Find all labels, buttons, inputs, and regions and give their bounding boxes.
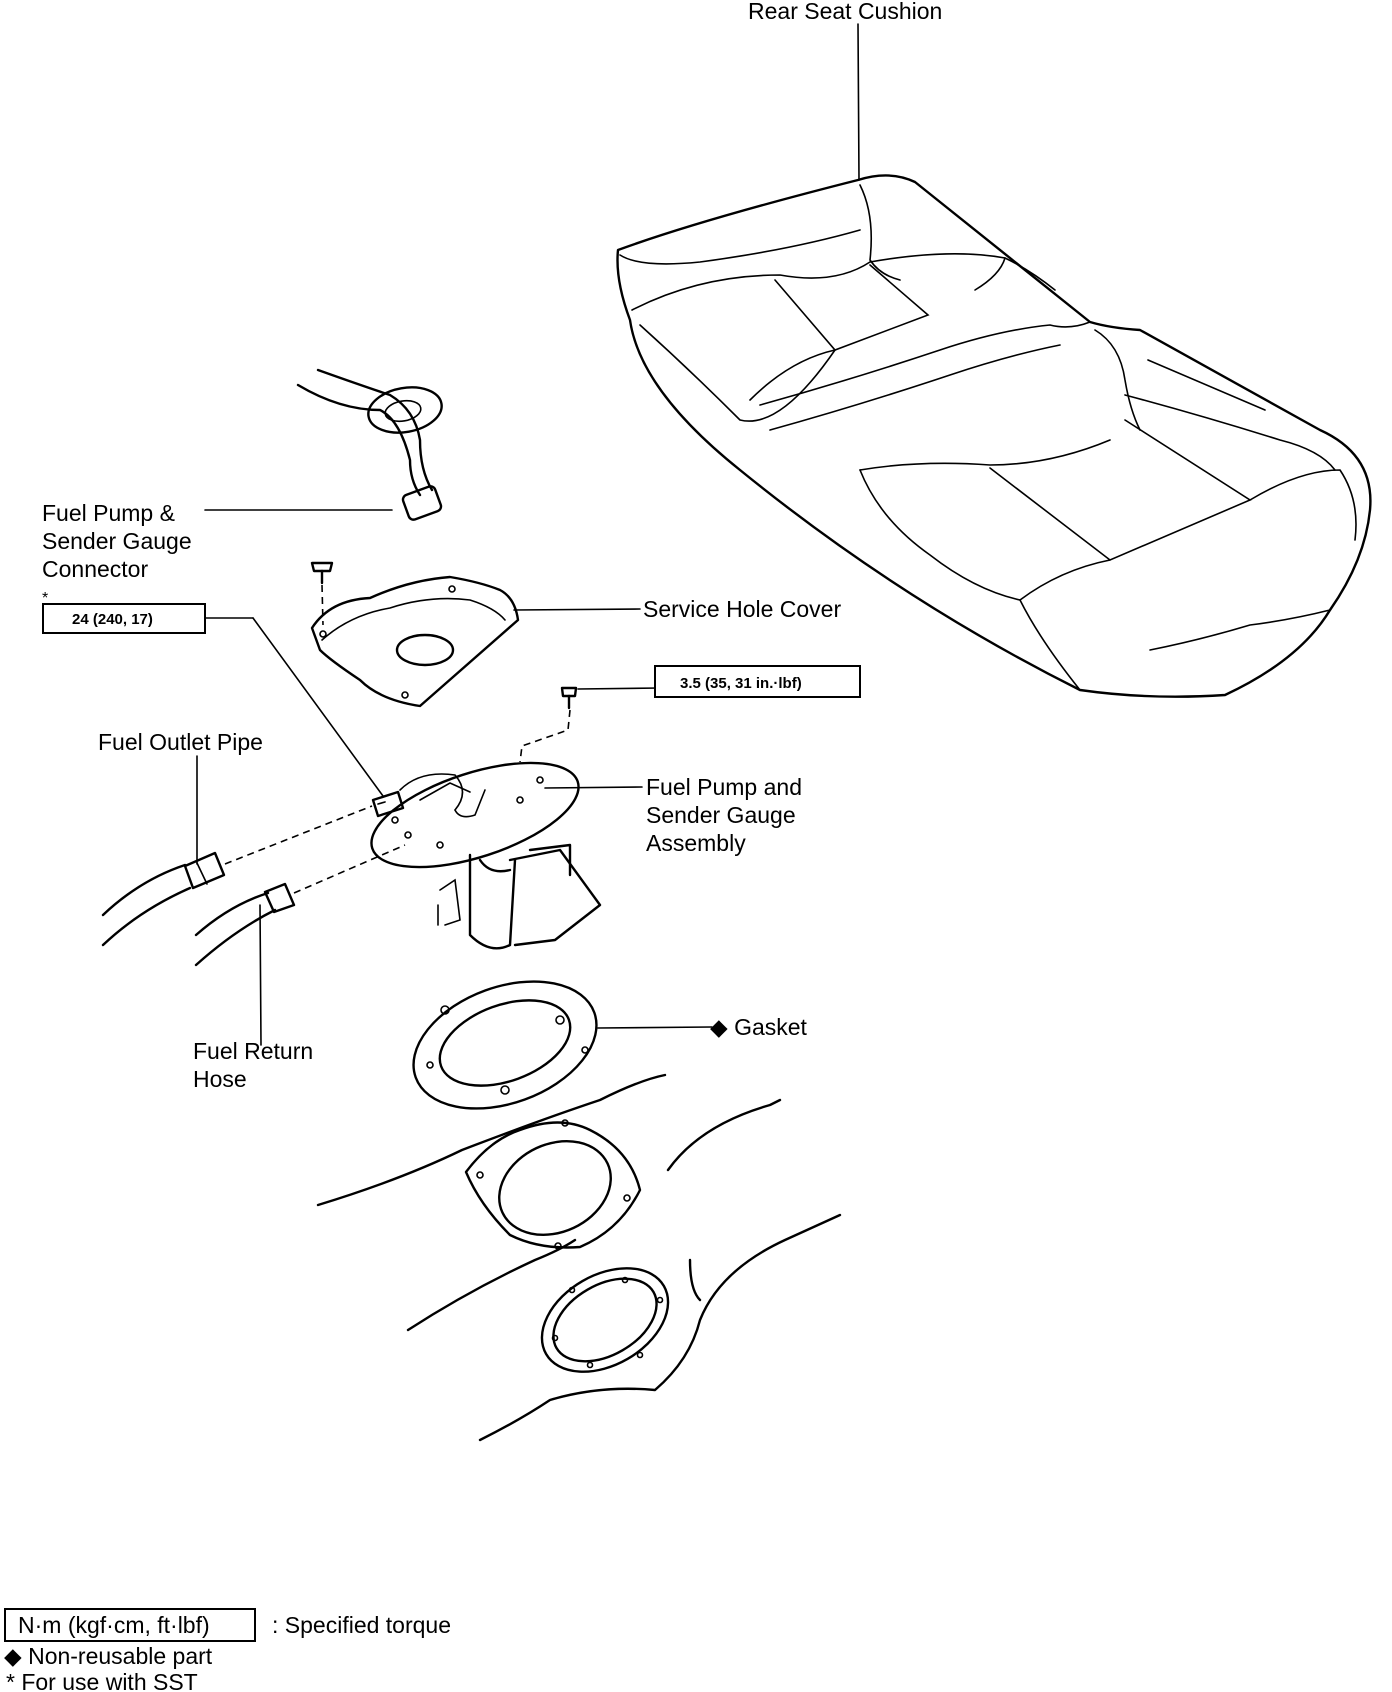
- service-hole-cover-label: Service Hole Cover: [643, 596, 841, 622]
- rear-seat-cushion-drawing: [616, 23, 1372, 698]
- return-hose-label-line1: Fuel Return: [193, 1038, 313, 1064]
- connector-drawing: [296, 368, 443, 521]
- service-hole-cover-drawing: [310, 561, 520, 708]
- cover-screw-drawing: [519, 686, 661, 763]
- legend-torque-box: [4, 1608, 256, 1642]
- legend-torque-desc: : Specified torque: [272, 1612, 451, 1638]
- legend-torque-units: N·m (kgf·cm, ft·lbf): [18, 1612, 210, 1638]
- fuel-tank-drawing: [316, 1073, 842, 1442]
- leader-lines: [204, 509, 713, 1029]
- gasket-label: ◆ Gasket: [710, 1014, 808, 1040]
- sst-mark: *: [42, 590, 48, 607]
- legend: N·m (kgf·cm, ft·lbf) : Specified torque …: [4, 1608, 451, 1692]
- fuel-outlet-pipe-label: Fuel Outlet Pipe: [98, 729, 263, 755]
- torque-box-pipe-union: [42, 603, 206, 634]
- assembly-label-line3: Assembly: [646, 830, 746, 856]
- fuel-return-hose-drawing: [194, 844, 406, 1046]
- torque-cover-screw: 3.5 (35, 31 in.·lbf): [680, 675, 802, 692]
- fuel-outlet-pipe-drawing: [101, 755, 373, 947]
- connector-label-line2: Sender Gauge: [42, 528, 192, 554]
- connector-label-line3: Connector: [42, 556, 148, 582]
- connector-label-line1: Fuel Pump &: [42, 500, 175, 526]
- fuel-pump-assembly-drawing: [370, 761, 602, 950]
- torque-box-cover-screw: [654, 665, 861, 698]
- assembly-label-line1: Fuel Pump and: [646, 774, 802, 800]
- legend-non-reusable: ◆ Non-reusable part: [4, 1643, 213, 1669]
- assembly-label-line2: Sender Gauge: [646, 802, 796, 828]
- legend-sst: * For use with SST: [6, 1669, 198, 1692]
- gasket-drawing: [412, 980, 598, 1110]
- return-hose-label-line2: Hose: [193, 1066, 247, 1092]
- torque-pipe-union: 24 (240, 17): [72, 611, 153, 628]
- rear-seat-cushion-label: Rear Seat Cushion: [748, 0, 942, 24]
